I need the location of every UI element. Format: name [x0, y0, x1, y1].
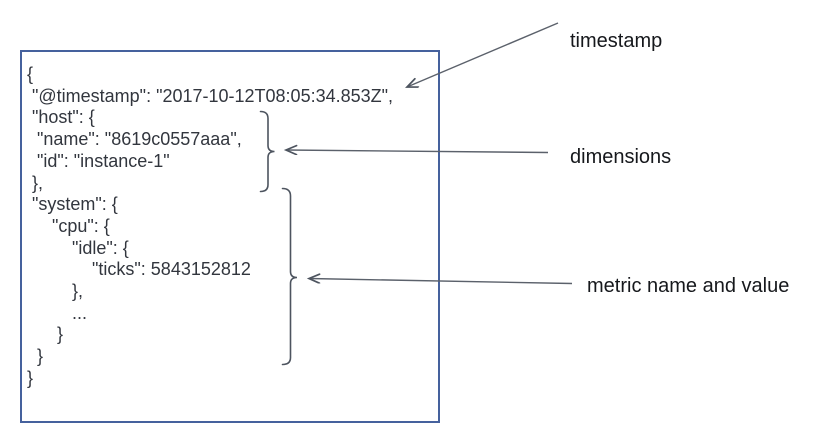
label-dimensions: dimensions — [570, 146, 672, 168]
label-metric-name-and-value: metric name and value — [587, 275, 790, 297]
json-metric-document: { "@timestamp": "2017-10-12T08:05:34.853… — [27, 64, 394, 388]
label-timestamp: timestamp — [570, 30, 663, 52]
metric-document-box — [20, 50, 440, 423]
